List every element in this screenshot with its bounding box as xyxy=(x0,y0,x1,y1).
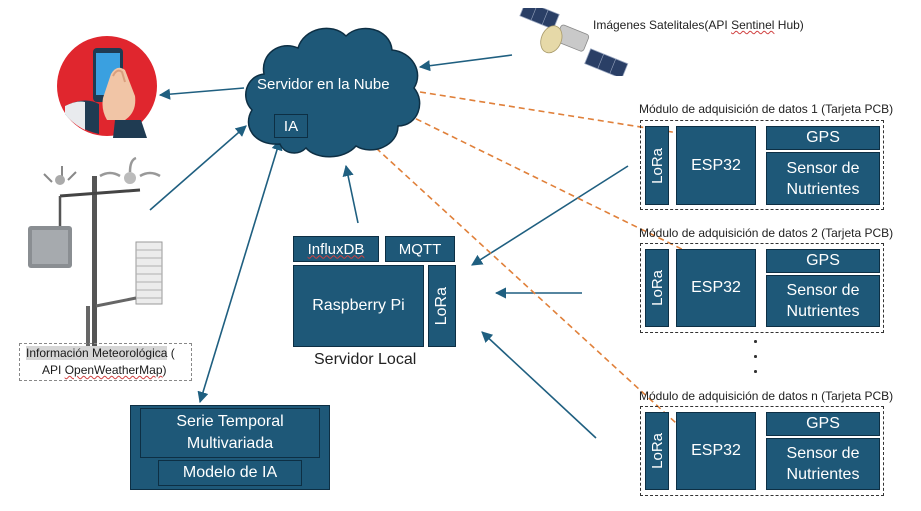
satellite-label: Imágenes Satelitales(API Sentinel Hub) xyxy=(593,18,804,32)
weather-label-link: OpenWeatherMap xyxy=(64,363,163,377)
ai-model-box: Modelo de IA xyxy=(158,460,302,486)
modulen-lora-label: LoRa xyxy=(648,433,666,469)
module2-gps-box: GPS xyxy=(766,249,880,273)
modulen-sensor-box: Sensor de Nutrientes xyxy=(766,438,880,490)
module1-esp32-box: ESP32 xyxy=(676,126,756,205)
module1-gps-box: GPS xyxy=(766,126,880,150)
influxdb-label: InfluxDB xyxy=(307,240,365,258)
weather-label-line1: Información Meteorológica ( xyxy=(26,345,191,362)
ellipsis-dot xyxy=(754,340,757,343)
modulen-esp32-box: ESP32 xyxy=(676,412,756,490)
arrow-satellite-to-cloud xyxy=(418,54,513,72)
timeseries-line2: Multivariada xyxy=(186,435,274,452)
local-lora-box: LoRa xyxy=(428,265,456,347)
dashed-link-modulen xyxy=(375,147,689,435)
timeseries-line1: Serie Temporal xyxy=(176,413,284,430)
module1-sensor-box: Sensor de Nutrientes xyxy=(766,152,880,205)
module1-title: Módulo de adquisición de datos 1 (Tarjet… xyxy=(639,102,894,116)
local-lora-label: LoRa xyxy=(433,286,450,326)
raspberry-pi-box: Raspberry Pi xyxy=(293,265,424,347)
arrow-module1-to-local xyxy=(471,165,629,266)
arrow-modulen-to-local xyxy=(481,331,597,439)
weather-label-suffix: ) xyxy=(162,363,167,377)
weather-station-icon xyxy=(28,156,163,346)
mqtt-box: MQTT xyxy=(385,236,455,262)
module1-lora-label: LoRa xyxy=(648,147,666,184)
module2-sensor-box: Sensor de Nutrientes xyxy=(766,275,880,327)
arrow-cloud-timeseries xyxy=(197,138,283,404)
module1-frame xyxy=(640,120,884,210)
modulen-sensor-line2: Nutrientes xyxy=(786,466,860,483)
timeseries-box: Serie Temporal Multivariada xyxy=(140,408,320,458)
weather-label-box: Información Meteorológica ( API OpenWeat… xyxy=(19,343,192,381)
module2-frame xyxy=(640,243,884,333)
module1-lora-box: LoRa xyxy=(645,126,669,205)
influxdb-box: InfluxDB xyxy=(293,236,379,262)
ellipsis-dot xyxy=(754,370,757,373)
modulen-lora-box: LoRa xyxy=(645,412,669,490)
smartphone-app-icon xyxy=(57,36,157,138)
satellite-label-suffix: Hub) xyxy=(774,18,804,32)
satellite-icon xyxy=(519,8,629,76)
arrow-local-to-cloud xyxy=(342,164,359,224)
weather-label-line2: API OpenWeatherMap) xyxy=(26,362,191,379)
modulen-title: Módulo de adquisición de datos n (Tarjet… xyxy=(639,389,894,403)
cloud-ia-box: IA xyxy=(274,114,308,138)
module2-title: Módulo de adquisición de datos 2 (Tarjet… xyxy=(639,226,894,240)
module1-sensor-line1: Sensor de xyxy=(786,159,860,177)
ellipsis-dot xyxy=(754,355,757,358)
module2-esp32-box: ESP32 xyxy=(676,249,756,327)
module2-sensor-line2: Nutrientes xyxy=(786,303,860,320)
modulen-frame xyxy=(640,406,884,496)
module1-sensor-line2: Nutrientes xyxy=(786,180,860,198)
weather-label-prefix: API xyxy=(42,363,65,377)
weather-label-highlight: Información Meteorológica xyxy=(26,346,168,360)
cloud-title: Servidor en la Nube xyxy=(257,76,390,93)
module2-lora-box: LoRa xyxy=(645,249,669,327)
satellite-label-prefix: Imágenes Satelitales(API xyxy=(593,18,732,32)
satellite-label-link: Sentinel xyxy=(731,18,775,32)
weather-label-rest: ( xyxy=(167,346,175,360)
local-server-caption: Servidor Local xyxy=(314,351,417,368)
arrow-cloud-to-phone xyxy=(158,87,245,100)
dashed-link-module2 xyxy=(397,109,701,259)
modulen-gps-box: GPS xyxy=(766,412,880,436)
modulen-sensor-line1: Sensor de xyxy=(786,445,860,462)
module2-lora-label: LoRa xyxy=(648,270,666,306)
module2-sensor-line1: Sensor de xyxy=(786,282,860,299)
